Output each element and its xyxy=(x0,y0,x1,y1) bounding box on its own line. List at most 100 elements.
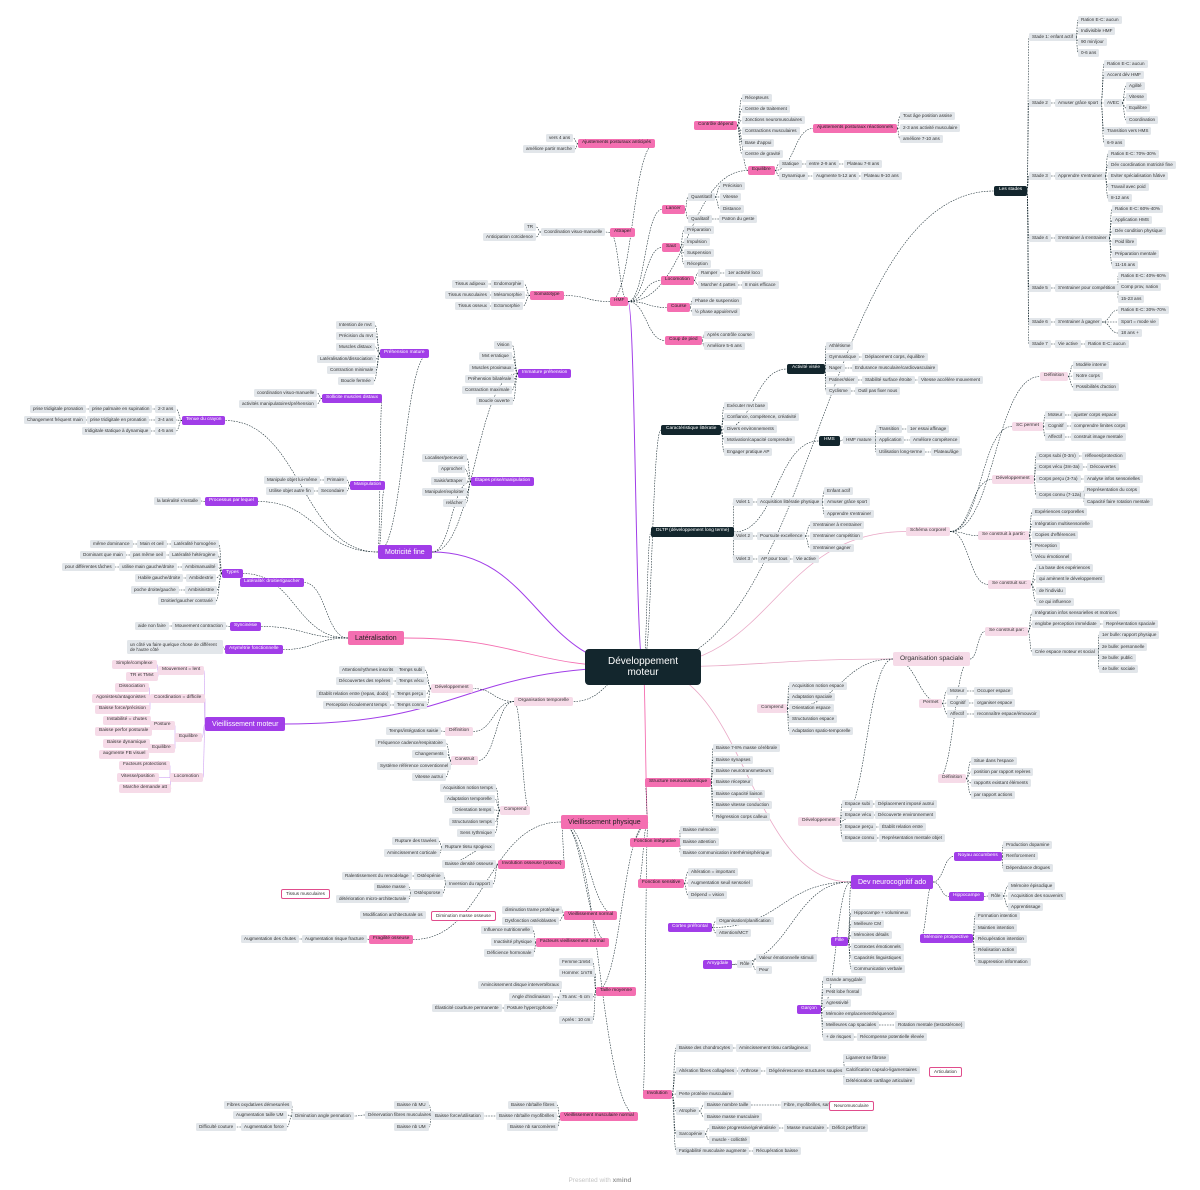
topic-n177[interactable]: 1er bulle: rapport physique xyxy=(1099,631,1160,639)
topic-n337[interactable]: Précision du mvt xyxy=(336,332,376,340)
topic-n183[interactable]: Organisation spaciale xyxy=(893,652,971,666)
topic-n20[interactable]: Travail avec poid xyxy=(1108,183,1149,191)
topic-n112[interactable]: Activité visée xyxy=(787,364,825,374)
topic-n164[interactable]: Copies d'efférences xyxy=(1032,531,1079,539)
topic-n290[interactable]: Rupture des travées xyxy=(392,837,440,845)
topic-n23[interactable]: Apprendre s'entrainer xyxy=(1055,172,1106,180)
topic-n343[interactable]: coordination visuo-manuelle xyxy=(254,389,318,397)
topic-n74[interactable]: Préparation xyxy=(684,226,714,234)
topic-n28[interactable]: Préparation mentale xyxy=(1112,250,1160,258)
topic-n161[interactable]: Développement xyxy=(992,475,1034,484)
topic-n292[interactable]: Rupture tissu spogieux xyxy=(442,843,495,851)
topic-n352[interactable]: tridigitale statique à dynamique xyxy=(82,427,152,435)
topic-n437[interactable]: Sens rythmique xyxy=(457,829,495,837)
topic-n47[interactable]: Centre de traitement xyxy=(742,105,790,113)
topic-n40[interactable]: Stade 6 xyxy=(1029,318,1051,326)
topic-n224[interactable]: Réalisation action xyxy=(975,946,1018,954)
topic-n435[interactable]: Orientation temps xyxy=(452,806,495,814)
topic-n366[interactable]: relâcher xyxy=(443,499,466,507)
topic-n223[interactable]: Récupération intention xyxy=(975,935,1027,943)
topic-n179[interactable]: 3e bulle: public xyxy=(1099,654,1136,662)
topic-n165[interactable]: Perception xyxy=(1032,542,1060,550)
topic-n348[interactable]: 2-3 ans xyxy=(155,405,177,413)
topic-n355[interactable]: Vision xyxy=(494,341,513,349)
topic-n387[interactable]: poche droite/gauche xyxy=(131,586,179,594)
topic-n63[interactable]: Plateau 7-8 ans xyxy=(844,160,883,168)
topic-n386[interactable]: Ambidextrie xyxy=(186,574,217,582)
topic-n392[interactable]: aide non faire xyxy=(135,622,169,630)
topic-n133[interactable]: S'entrainer compétition xyxy=(810,532,863,540)
topic-n45[interactable]: Les stades xyxy=(994,186,1028,196)
topic-n280[interactable]: Structure neuroanatomique xyxy=(645,778,712,787)
topic-n326[interactable]: Augmentation force xyxy=(241,1123,287,1131)
topic-n304[interactable]: Vieillissement normal xyxy=(564,911,618,920)
topic-n299[interactable]: Tissus musculaires xyxy=(281,889,330,899)
topic-n312[interactable]: Augmentation risque fracture xyxy=(302,935,367,943)
topic-n293[interactable]: Baisse densité osseuse xyxy=(442,860,497,868)
topic-n64[interactable]: Dynamique xyxy=(779,172,809,180)
topic-n252[interactable]: Altération fibres collagènes xyxy=(676,1067,738,1075)
topic-n271[interactable]: Récupération baisse xyxy=(753,1147,801,1155)
topic-n228[interactable]: Meilleure CM xyxy=(851,920,885,928)
topic-n3[interactable]: 90 min/jour xyxy=(1078,38,1107,46)
topic-n67[interactable]: Précision xyxy=(720,182,745,190)
topic-n420[interactable]: Temps vécu xyxy=(396,677,427,685)
topic-n423[interactable]: Perception écoulement temps xyxy=(323,701,390,709)
topic-n191[interactable]: Occuper espace xyxy=(974,687,1014,695)
topic-n17[interactable]: Ration E-C: 70%-30% xyxy=(1108,150,1159,158)
topic-n419[interactable]: Découvertes des repères xyxy=(336,677,394,685)
topic-n122[interactable]: 1er essai affinage xyxy=(907,425,950,433)
topic-n198[interactable]: position par rapport repères xyxy=(971,768,1034,776)
topic-n205[interactable]: Découverte environnement xyxy=(875,811,937,819)
central-topic[interactable]: Développement moteur xyxy=(585,649,701,685)
topic-n356[interactable]: Mvt erratique xyxy=(479,352,512,360)
topic-n249[interactable]: Garçon xyxy=(797,1005,821,1014)
topic-n235[interactable]: Attention/MCT xyxy=(716,929,752,937)
topic-n34[interactable]: 15-23 ans xyxy=(1118,295,1145,303)
topic-n58[interactable]: améliore partir marche xyxy=(523,145,575,153)
topic-n371[interactable]: Secondaire xyxy=(318,487,348,495)
topic-n162[interactable]: Expériences corporelles xyxy=(1032,508,1088,516)
topic-n439[interactable]: Organisation temporelle xyxy=(514,697,573,706)
topic-n240[interactable]: Amygdale xyxy=(703,960,733,969)
topic-n118[interactable]: Caractéristique littératie xyxy=(661,425,722,435)
topic-n87[interactable]: Après contrôle course xyxy=(704,331,755,339)
topic-n81[interactable]: Marcher 4 pattes xyxy=(698,281,739,289)
topic-n13[interactable]: Transition vers HMS xyxy=(1104,127,1152,135)
topic-n328[interactable]: Baisse nb MU xyxy=(394,1101,429,1109)
topic-n168[interactable]: Schéma corporel xyxy=(906,527,951,536)
topic-n413[interactable]: Vitesse/position xyxy=(117,773,159,782)
topic-n211[interactable]: Production dopamine xyxy=(1003,841,1053,849)
topic-n244[interactable]: Mémoire emplacement/séquence xyxy=(823,1010,897,1018)
topic-n260[interactable]: Baisse nombre taille xyxy=(704,1101,752,1109)
topic-n209[interactable]: Représentation mentale objet xyxy=(879,834,946,842)
topic-n417[interactable]: Attention/rythmes inscrits xyxy=(339,666,397,674)
topic-n79[interactable]: Ramper xyxy=(698,269,721,277)
topic-n221[interactable]: Formation intention xyxy=(975,912,1021,920)
topic-n203[interactable]: Déplacement imposé autrui xyxy=(875,800,937,808)
topic-n318[interactable]: 75 ans: -5 cm xyxy=(559,993,593,1001)
topic-n407[interactable]: Posture xyxy=(150,721,175,730)
topic-n62[interactable]: entre 2-9 ans xyxy=(806,160,840,168)
topic-n421[interactable]: Établit relation entre (repas, dodo) xyxy=(316,690,392,698)
topic-n173[interactable]: Se construit sur: xyxy=(988,580,1031,589)
topic-n27[interactable]: Poid libre xyxy=(1112,238,1138,246)
topic-n22[interactable]: Stade 3 xyxy=(1029,172,1051,180)
topic-n172[interactable]: ce qui influence xyxy=(1036,598,1074,606)
topic-n273[interactable]: Baisse 7-8% masse cérébrale xyxy=(713,744,781,752)
topic-n66[interactable]: Plateau 9-10 ans xyxy=(861,172,902,180)
topic-n139[interactable]: Vie active xyxy=(793,555,819,563)
topic-n80[interactable]: 1er activité loco xyxy=(725,269,763,277)
topic-n186[interactable]: Orientation espace xyxy=(789,704,834,712)
topic-n286[interactable]: Augmentation seuil sensoriel xyxy=(688,879,753,887)
topic-n88[interactable]: Améliore 5-6 ans xyxy=(704,342,745,350)
topic-n41[interactable]: S'entrainer à gagner xyxy=(1055,318,1103,326)
topic-n303[interactable]: Dysfonction ostéoblastes xyxy=(502,917,560,925)
topic-n245[interactable]: Meilleures cap spaciales xyxy=(823,1021,880,1029)
topic-n331[interactable]: Baisse force/utilisation xyxy=(432,1112,484,1120)
topic-n184[interactable]: Acquisition notion espace xyxy=(789,682,848,690)
topic-n113[interactable]: Exécuter mvt base xyxy=(724,402,769,410)
topic-n145[interactable]: Moteur xyxy=(1045,411,1066,419)
topic-n372[interactable]: Manipulation xyxy=(350,481,386,490)
topic-n110[interactable]: Cyclisme xyxy=(826,387,851,395)
